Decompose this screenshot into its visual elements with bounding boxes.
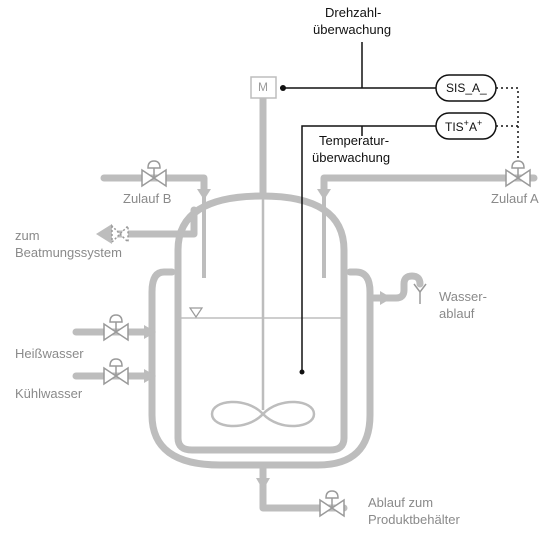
temperature-signal-line: [301, 125, 436, 372]
temperature-monitoring-label-line1: Temperatur-: [319, 133, 390, 148]
product-drain-label-line2: Produktbehälter: [368, 512, 460, 527]
water-drain-label-line1: Wasser-: [439, 289, 487, 304]
drain-arrow-icon: [256, 478, 270, 490]
tis-tag-plus2: +: [476, 118, 483, 128]
level-triangle-icon: [188, 307, 204, 319]
sis-instrument-box: [435, 74, 497, 102]
vent-label-line2: Beatmungssystem: [15, 245, 122, 260]
water-drain-pipe: [368, 272, 424, 302]
agitator-icon: [210, 400, 316, 428]
inlet-a-label: Zulauf A: [491, 191, 539, 206]
product-drain-valve-icon: [319, 490, 345, 518]
motor-icon: [250, 76, 277, 99]
vent-pipe: [106, 206, 198, 238]
hot-water-arrow-icon: [144, 325, 156, 339]
tis-tag-plus1: +: [463, 118, 469, 128]
temperature-monitoring-label-line2: überwachung: [312, 150, 391, 165]
cooling-water-label: Kühlwasser: [15, 386, 83, 401]
motor-signal-junction: [280, 85, 286, 91]
sis-tag-label: SIS_A_: [446, 81, 487, 95]
cooling-water-arrow-icon: [144, 369, 156, 383]
jacket-outlet-arrow-icon: [380, 291, 392, 305]
tis-tag-a: A: [468, 120, 477, 134]
water-drain-label-line2: ablauf: [439, 306, 475, 321]
product-drain-label-line1: Ablauf zum: [368, 495, 434, 510]
funnel-icon: [413, 283, 427, 304]
speed-monitoring-label-line2: überwachung: [313, 22, 392, 37]
inlet-a-pipe: [320, 174, 538, 196]
vent-label-line1: zum: [15, 228, 40, 243]
jacket-outline: [148, 268, 374, 469]
vent-arrow-icon: [96, 224, 112, 244]
sis-to-valve-link: [496, 87, 519, 160]
inlet-a-arrow-icon: [317, 189, 331, 200]
inlet-b-pipe: [100, 174, 208, 196]
tis-tag-prefix: TIS: [445, 120, 464, 134]
hot-water-valve-icon: [103, 314, 129, 342]
speed-monitoring-label-line1: Drehzahl-: [325, 5, 382, 20]
motor-symbol-label: M: [258, 80, 268, 94]
vent-valve-icon: [111, 224, 129, 244]
inlet-a-valve-icon: [505, 160, 531, 188]
hot-water-label: Heißwasser: [15, 346, 84, 361]
inlet-b-label: Zulauf B: [123, 191, 172, 206]
tis-instrument-box: [435, 112, 497, 140]
inlet-b-valve-icon: [141, 160, 167, 188]
inlet-b-arrow-icon: [197, 189, 211, 200]
tis-tag-label: TIS+A+: [445, 118, 482, 134]
cooling-water-valve-icon: [103, 358, 129, 386]
temperature-sensor-point: [299, 369, 305, 375]
